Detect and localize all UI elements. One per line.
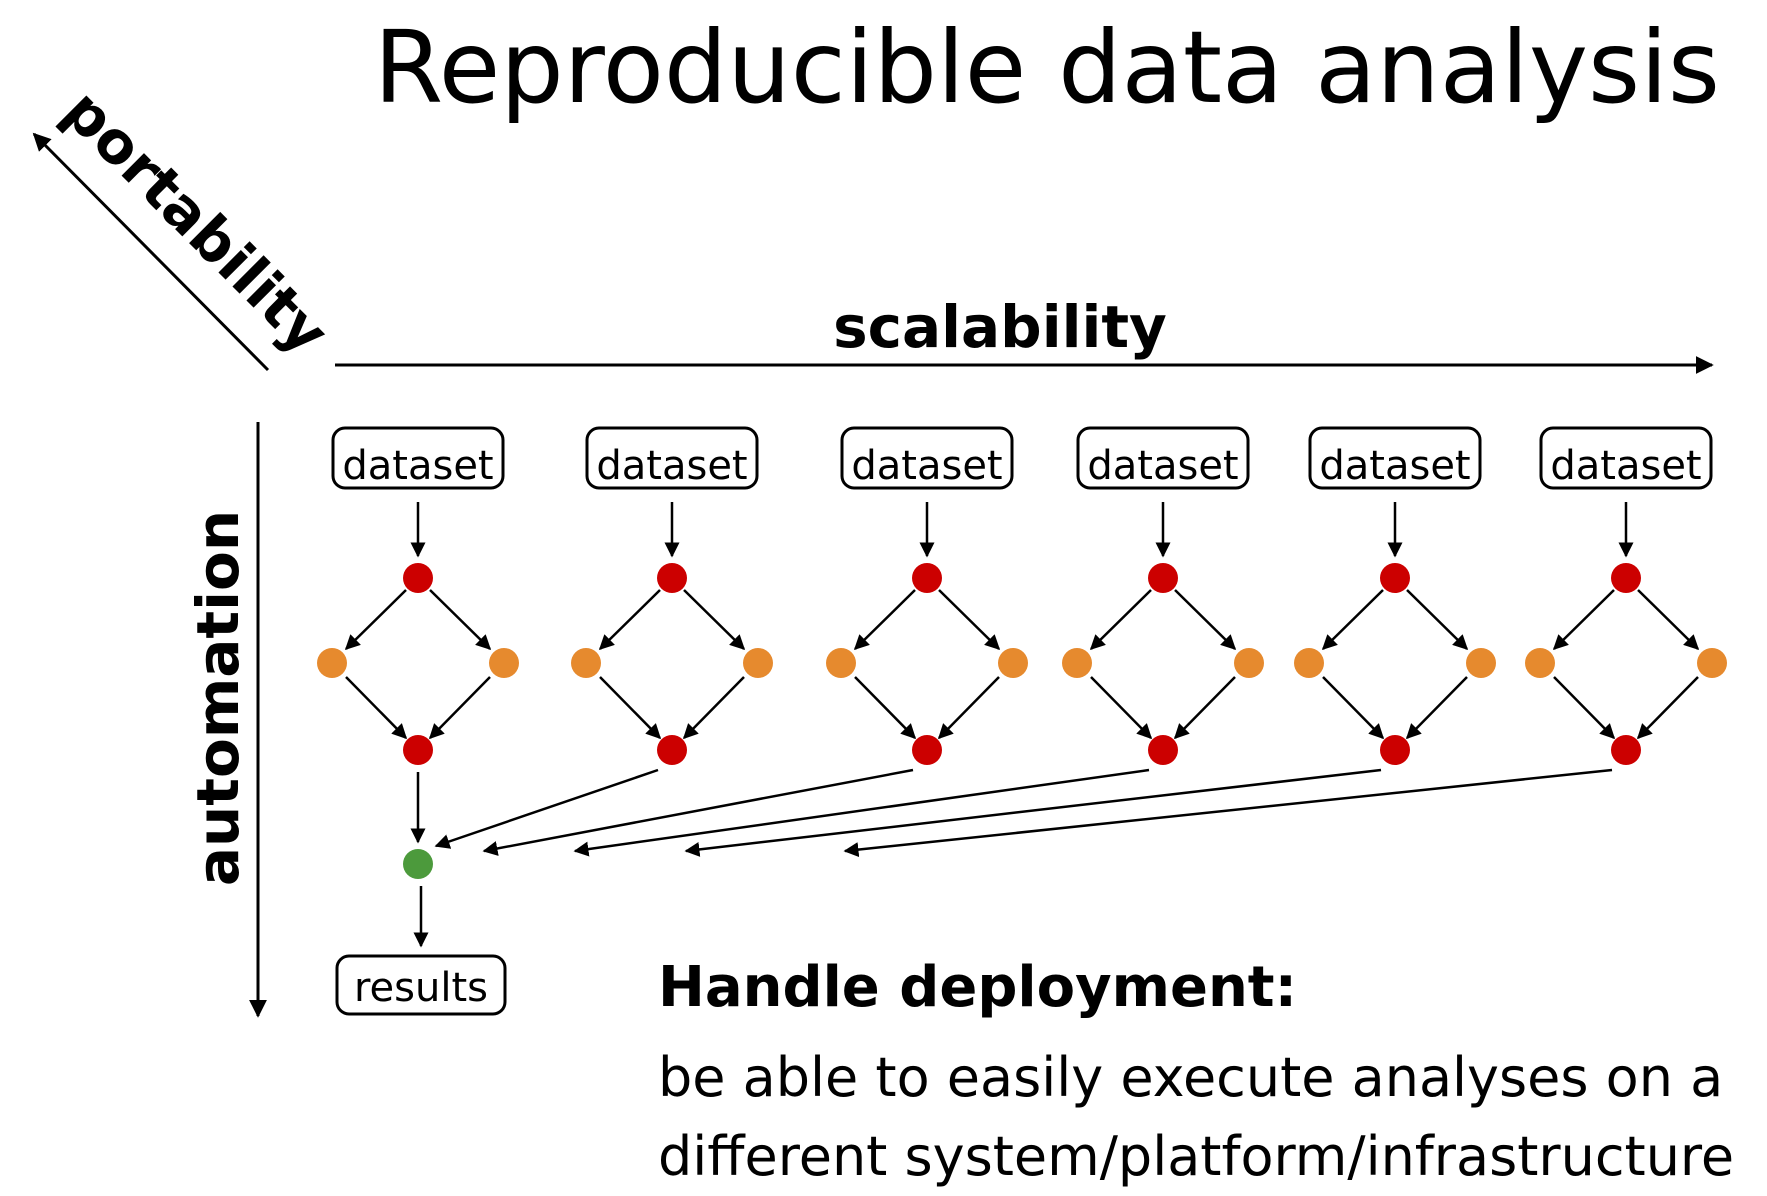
edge-start-right — [1406, 589, 1469, 651]
start-node — [912, 563, 942, 593]
edge-right-merge — [682, 676, 745, 740]
edge-start-left — [1321, 589, 1384, 651]
merge-to-final-arrow — [482, 768, 914, 856]
merge-to-final-arrow — [684, 768, 1382, 857]
edge-right-merge — [1405, 676, 1468, 740]
scalability-axis: scalability — [335, 293, 1714, 374]
page-title: Reproducible data analysis — [374, 9, 1720, 126]
pipeline: dataset — [684, 426, 1496, 857]
branch-node-left — [317, 648, 347, 678]
dataset-label: dataset — [851, 443, 1002, 489]
merge-node — [1611, 735, 1641, 765]
merge-node — [403, 735, 433, 765]
edge-start-right — [683, 589, 746, 651]
branch-node-left — [1062, 648, 1092, 678]
pipeline: dataset — [482, 426, 1028, 856]
deployment-description-line2: different system/platform/infrastructure — [658, 1125, 1734, 1188]
merge-to-final-arrow — [573, 768, 1150, 857]
dataset-box — [1539, 426, 1713, 490]
dataset-box — [1076, 426, 1250, 490]
edge-left-merge — [345, 676, 408, 740]
branch-node-left — [826, 648, 856, 678]
merge-node — [1380, 735, 1410, 765]
edge-right-merge — [937, 676, 1000, 740]
results-label: results — [354, 965, 488, 1011]
edge-start-left — [1552, 589, 1615, 651]
deployment-description-line1: be able to easily execute analyses on a — [658, 1046, 1723, 1109]
edge-start-left — [853, 589, 916, 651]
dataset-box — [840, 426, 1014, 490]
branch-node-left — [1294, 648, 1324, 678]
branch-node-right — [489, 648, 519, 678]
edge-left-merge — [854, 676, 917, 740]
branch-node-right — [998, 648, 1028, 678]
deployment-heading: Handle deployment: — [658, 955, 1297, 1020]
portability-arrow — [32, 132, 270, 372]
dataset-label: dataset — [596, 443, 747, 489]
edge-start-right — [1637, 589, 1700, 651]
start-node — [1380, 563, 1410, 593]
final-node — [403, 849, 433, 879]
branch-node-left — [1525, 648, 1555, 678]
pipeline: dataset — [573, 426, 1264, 857]
edge-left-merge — [599, 676, 662, 740]
portability-label: portability — [51, 76, 342, 367]
start-node — [403, 563, 433, 593]
automation-label: automation — [184, 510, 252, 886]
pipeline: dataset — [843, 426, 1727, 858]
merge-node — [912, 735, 942, 765]
branch-node-right — [1466, 648, 1496, 678]
pipelines-group: dataset dataset dataset dataset dataset datas… — [317, 426, 1727, 858]
edge-left-merge — [1090, 676, 1153, 740]
branch-node-right — [1697, 648, 1727, 678]
scalability-label: scalability — [833, 293, 1167, 361]
dataset-box — [1308, 426, 1482, 490]
edge-right-merge — [1173, 676, 1236, 740]
merge-to-final-arrow — [843, 768, 1613, 858]
edge-right-merge — [1636, 676, 1699, 740]
merge-to-final-arrow — [434, 768, 659, 849]
edge-start-right — [1174, 589, 1237, 651]
branch-node-left — [571, 648, 601, 678]
start-node — [657, 563, 687, 593]
branch-node-right — [743, 648, 773, 678]
portability-axis: portability — [32, 76, 342, 372]
merge-node — [657, 735, 687, 765]
final-node-group: results — [335, 849, 507, 1016]
dataset-label: dataset — [1550, 443, 1701, 489]
results-box — [335, 954, 507, 1016]
edge-start-right — [938, 589, 1001, 651]
merge-node — [1148, 735, 1178, 765]
edge-left-merge — [1322, 676, 1385, 740]
dataset-label: dataset — [342, 443, 493, 489]
edge-start-right — [429, 589, 492, 651]
start-node — [1148, 563, 1178, 593]
dataset-label: dataset — [1087, 443, 1238, 489]
pipeline: dataset — [434, 426, 773, 849]
automation-axis: automation — [184, 422, 267, 1018]
edge-start-left — [1089, 589, 1152, 651]
edge-left-merge — [1553, 676, 1616, 740]
edge-right-merge — [428, 676, 491, 740]
edge-start-left — [598, 589, 661, 651]
start-node — [1611, 563, 1641, 593]
dataset-label: dataset — [1319, 443, 1470, 489]
edge-start-left — [344, 589, 407, 651]
dataset-box — [585, 426, 759, 490]
dataset-box — [331, 426, 505, 490]
pipeline: dataset — [317, 426, 519, 844]
branch-node-right — [1234, 648, 1264, 678]
